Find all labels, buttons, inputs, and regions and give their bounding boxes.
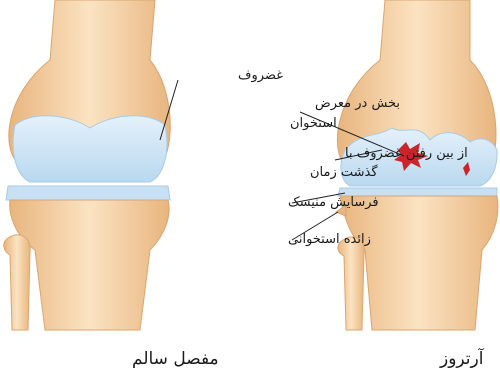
healthy-joint bbox=[4, 0, 171, 330]
label-erosion-line2: استخوان bbox=[290, 116, 337, 131]
label-loss-line2: گذشت زمان bbox=[310, 164, 378, 180]
captions: مفصل سالم آرتروز bbox=[132, 347, 485, 369]
label-spur: زائده استخوانی bbox=[288, 232, 371, 247]
healthy-fibula bbox=[4, 235, 30, 330]
healthy-tibia bbox=[10, 200, 169, 330]
label-meniscus: فرسایش منیسک bbox=[288, 195, 379, 210]
arthrosis-fibula bbox=[338, 237, 364, 330]
label-loss-line1: از بین رفتن غضروف با bbox=[345, 146, 468, 161]
label-erosion-line1: بخش در معرض bbox=[315, 96, 400, 111]
caption-healthy: مفصل سالم bbox=[132, 349, 219, 369]
label-cartilage: غضروف bbox=[238, 68, 283, 83]
caption-arthrosis: آرتروز bbox=[439, 347, 485, 369]
healthy-meniscus bbox=[6, 186, 170, 200]
